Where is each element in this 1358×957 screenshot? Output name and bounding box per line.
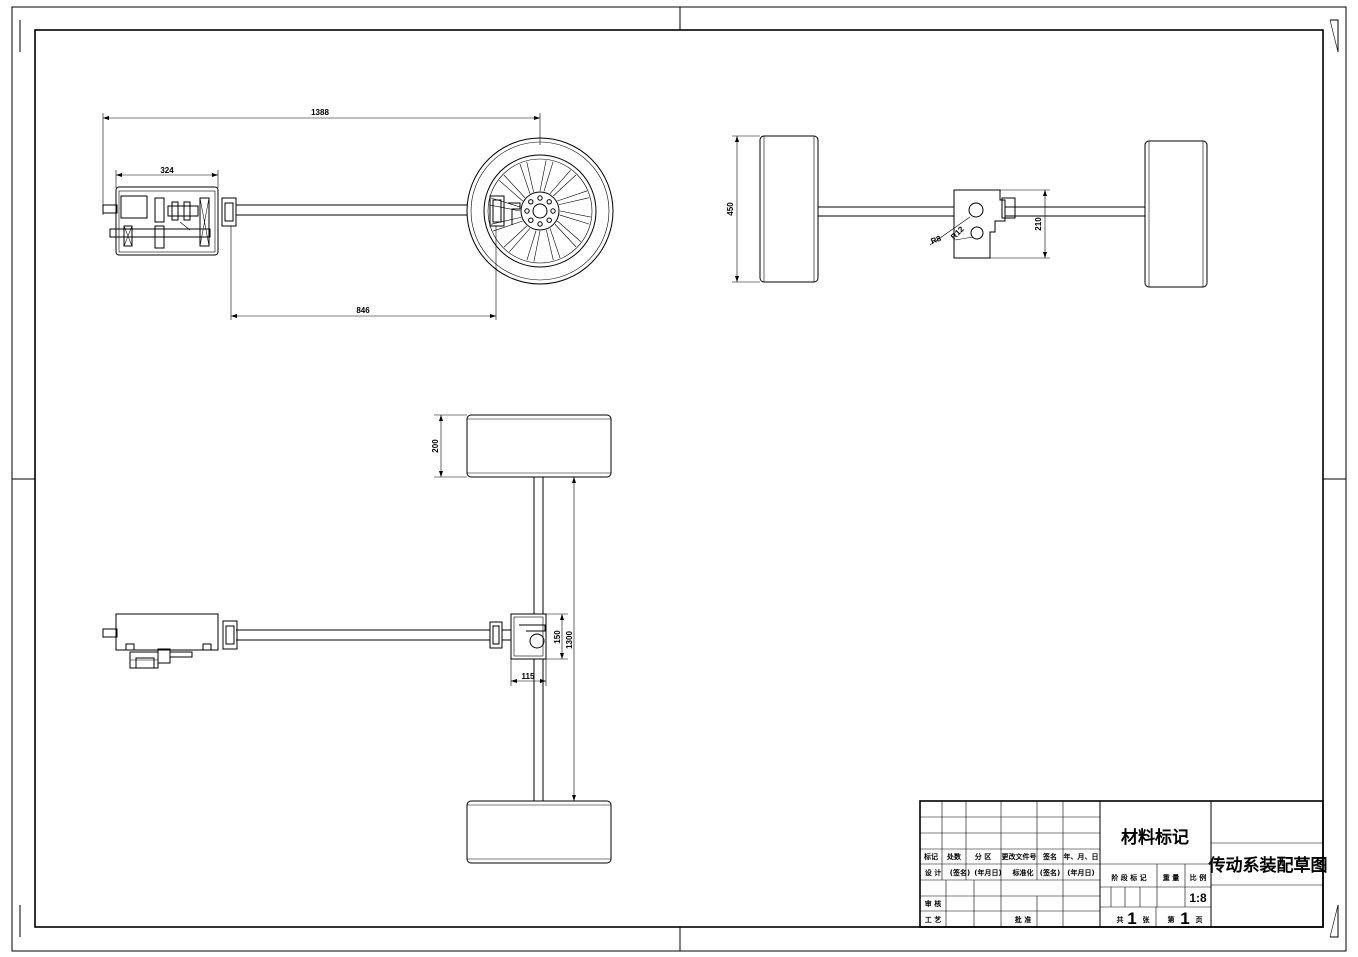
tb-drawing-title: 传动系装配草图 <box>1208 855 1328 876</box>
tb-header-sign: 签名 <box>1042 852 1057 861</box>
wheel-spoke <box>499 174 526 202</box>
tb-weight: 重 量 <box>1163 873 1179 882</box>
dim-shaft-length: 846 <box>356 306 370 315</box>
side-view <box>102 137 614 285</box>
lug-hole <box>550 208 556 214</box>
wheel-spoke <box>526 230 541 262</box>
dim-diff-housing-height: 150 <box>553 630 562 644</box>
tb-page-suffix: 页 <box>1196 916 1203 924</box>
dim-gearbox-length: 324 <box>160 166 174 175</box>
right-wheel-front <box>1144 140 1208 288</box>
tb-stage-mark: 阶 段 标 记 <box>1111 873 1146 882</box>
tb-total-count: 1 <box>1127 909 1136 928</box>
lug-hole <box>537 195 543 201</box>
tb-standard-label: 标准化 <box>1012 868 1034 877</box>
title-block: 标记 处数 分 区 更改文件号 签名 年、月、日 设 计 (签名) (年月日) … <box>919 800 1328 928</box>
tb-approve: 批 准 <box>1015 915 1031 924</box>
sheet-frame <box>11 6 1347 952</box>
tb-total-suffix: 张 <box>1143 915 1151 924</box>
tb-total-prefix: 共 <box>1117 915 1124 924</box>
dim-tire-width: 200 <box>431 439 440 453</box>
tb-header-zone: 分 区 <box>975 852 991 861</box>
lug-hole <box>528 217 534 223</box>
tire-top <box>466 414 612 478</box>
lug-hole <box>524 208 530 214</box>
tb-standard-date: (年月日) <box>1067 868 1094 877</box>
lug-hole <box>537 221 543 227</box>
lug-hole <box>528 199 534 205</box>
tb-header-date: 年、月、日 <box>1064 852 1099 861</box>
wheel-spoke <box>549 170 577 197</box>
dim-axle-span: 1300 <box>565 631 574 649</box>
tb-process: 工 艺 <box>925 915 941 924</box>
tb-design-sign: (签名) <box>950 868 970 877</box>
wheel-spoke <box>557 190 590 205</box>
wheel-spoke <box>489 197 521 212</box>
tb-header-change-doc: 更改文件号 <box>1002 852 1037 861</box>
tb-standard-sign: (签名) <box>1040 868 1060 877</box>
tire-bottom <box>466 800 612 864</box>
tb-header-mark: 标记 <box>923 852 938 861</box>
universal-joint <box>221 197 237 227</box>
top-view-dimensions: 200 150 1300 115 <box>431 414 580 802</box>
wheel-spoke <box>546 228 561 261</box>
differential-housing-front <box>953 189 1006 259</box>
tb-design-date: (年月日) <box>974 868 1001 877</box>
tb-review: 审 核 <box>925 899 941 908</box>
dim-diff-height: 210 <box>1034 217 1043 231</box>
wheel-spoke <box>490 217 523 232</box>
dim-total-length: 1388 <box>311 108 329 117</box>
wheel-spoke <box>503 225 531 252</box>
wheel-spoke <box>554 220 581 248</box>
wheel-spoke <box>539 160 554 192</box>
tb-page-number: 1 <box>1180 909 1189 928</box>
tb-design-label: 设 计 <box>925 868 941 877</box>
tb-material-mark: 材料标记 <box>1121 827 1189 848</box>
tb-header-count: 处数 <box>946 852 962 861</box>
left-wheel-front <box>759 135 819 283</box>
lug-hole <box>546 199 552 205</box>
lug-hole <box>546 217 552 223</box>
tb-page-prefix: 第 <box>1168 915 1175 924</box>
front-view <box>759 135 1208 288</box>
side-view-dimensions: 1388 324 846 <box>102 108 541 320</box>
gearbox-housing <box>115 186 219 256</box>
dim-wheel-diameter: 450 <box>726 202 735 216</box>
top-view <box>102 414 612 864</box>
tb-scale-value: 1:8 <box>1189 891 1207 905</box>
wheel-side <box>466 137 614 285</box>
dim-radius-small: R8 <box>930 234 943 246</box>
wheel-spoke <box>519 161 534 194</box>
wheel-spoke <box>559 210 591 225</box>
differential-housing-top <box>510 613 547 660</box>
dim-diff-housing-width: 115 <box>522 672 535 681</box>
tb-scale-label: 比 例 <box>1190 873 1206 882</box>
